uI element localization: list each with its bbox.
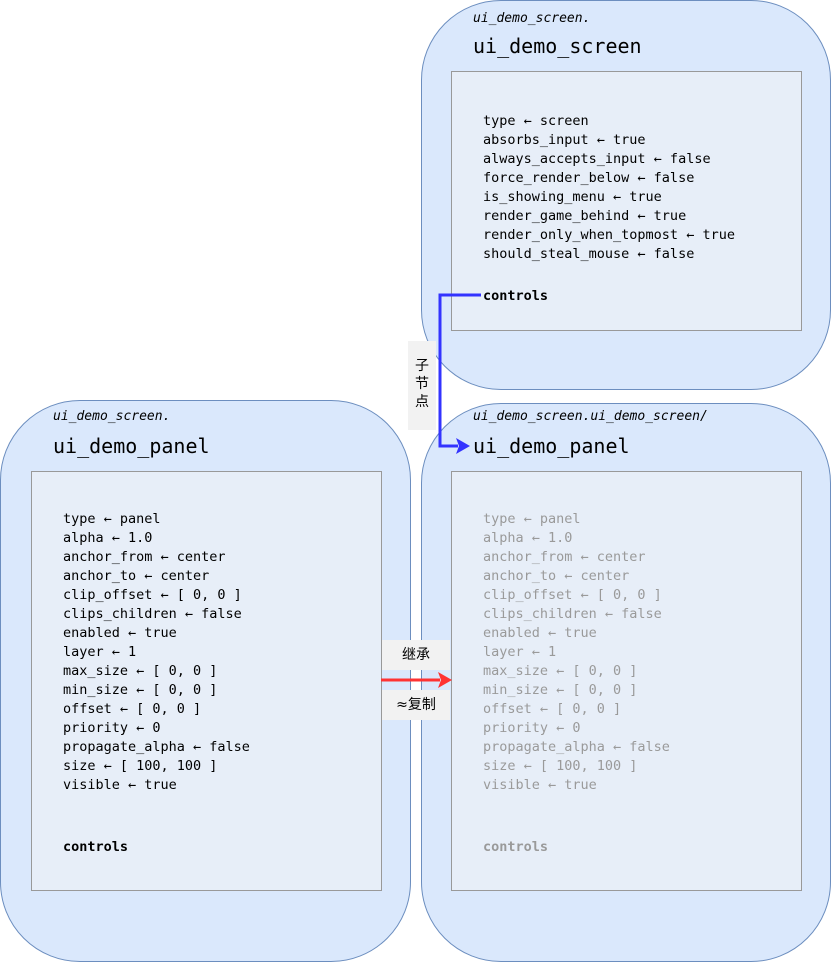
panel-properties-item: visible ← true <box>63 777 177 793</box>
child-properties-item: propagate_alpha ← false <box>483 739 670 755</box>
panel-properties-item: priority ← 0 <box>63 720 161 736</box>
child-properties-item: clips_children ← false <box>483 606 662 622</box>
child-properties-item: visible ← true <box>483 777 597 793</box>
child-properties-item: max_size ← [ 0, 0 ] <box>483 663 638 679</box>
copy-label: ≈复制 <box>382 690 450 720</box>
child-label-char-1: 子 <box>415 358 429 374</box>
panel-controls: controls <box>63 839 129 855</box>
screen-properties-item: render_game_behind ← true <box>483 208 687 224</box>
child-body: type ← panel alpha ← 1.0 anchor_from ← cen… <box>451 471 802 891</box>
child-properties-item: clip_offset ← [ 0, 0 ] <box>483 587 662 603</box>
panel-title: ui_demo_panel <box>53 434 210 458</box>
child-properties-item: size ← [ 100, 100 ] <box>483 758 638 774</box>
screen-properties-item: absorbs_input ← true <box>483 132 646 148</box>
panel-properties-item: clips_children ← false <box>63 606 242 622</box>
child-properties-item: offset ← [ 0, 0 ] <box>483 701 622 717</box>
child-properties-item: type ← panel <box>483 511 581 527</box>
panel-properties-item: enabled ← true <box>63 625 177 641</box>
child-properties-item: priority ← 0 <box>483 720 581 736</box>
screen-properties-item: type ← screen <box>483 113 589 129</box>
panel-properties-item: clip_offset ← [ 0, 0 ] <box>63 587 242 603</box>
child-edge-arrow <box>438 293 481 448</box>
child-properties-item: layer ← 1 <box>483 644 557 660</box>
inherit-arrowhead <box>438 672 452 688</box>
screen-card: ui_demo_screen. ui_demo_screen type ← sc… <box>421 0 831 390</box>
panel-properties-item: alpha ← 1.0 <box>63 530 153 546</box>
child-properties-item: anchor_from ← center <box>483 549 646 565</box>
screen-properties-item: always_accepts_input ← false <box>483 151 711 167</box>
child-properties-item: alpha ← 1.0 <box>483 530 573 546</box>
panel-properties-item: anchor_from ← center <box>63 549 226 565</box>
panel-card: ui_demo_screen. ui_demo_panel type ← pan… <box>0 400 411 962</box>
panel-properties-item: offset ← [ 0, 0 ] <box>63 701 202 717</box>
child-title: ui_demo_panel <box>473 434 630 458</box>
screen-namespace: ui_demo_screen. <box>473 11 591 26</box>
child-card: ui_demo_screen.ui_demo_screen/ ui_demo_p… <box>421 403 831 962</box>
child-node-label: 子 节 点 <box>408 341 436 430</box>
screen-properties-item: force_render_below ← false <box>483 170 695 186</box>
panel-namespace: ui_demo_screen. <box>53 409 171 424</box>
panel-properties-item: propagate_alpha ← false <box>63 739 250 755</box>
child-properties: type ← panel alpha ← 1.0 anchor_from ← cen… <box>483 510 670 795</box>
child-controls: controls <box>483 839 549 855</box>
panel-properties-item: min_size ← [ 0, 0 ] <box>63 682 218 698</box>
screen-properties-item: render_only_when_topmost ← true <box>483 227 735 243</box>
panel-properties: type ← panel alpha ← 1.0 anchor_from ← cen… <box>63 510 250 795</box>
screen-properties-item: is_showing_menu ← true <box>483 189 662 205</box>
panel-properties-item: layer ← 1 <box>63 644 137 660</box>
child-arrowhead <box>456 438 470 454</box>
panel-properties-item: type ← panel <box>63 511 161 527</box>
panel-properties-item: anchor_to ← center <box>63 568 210 584</box>
panel-body: type ← panel alpha ← 1.0 anchor_from ← cen… <box>31 471 382 891</box>
child-namespace: ui_demo_screen.ui_demo_screen/ <box>473 409 708 424</box>
child-properties-item: enabled ← true <box>483 625 597 641</box>
inherit-label: 继承 <box>382 640 450 670</box>
screen-properties: type ← screen absorbs_input ← true always_… <box>483 112 735 264</box>
screen-title: ui_demo_screen <box>473 34 642 58</box>
screen-body: type ← screen absorbs_input ← true always_… <box>451 71 802 331</box>
child-label-char-2: 节 <box>415 376 429 392</box>
child-properties-item: anchor_to ← center <box>483 568 630 584</box>
child-label-char-3: 点 <box>415 394 429 410</box>
screen-properties-item: should_steal_mouse ← false <box>483 246 695 262</box>
child-properties-item: min_size ← [ 0, 0 ] <box>483 682 638 698</box>
screen-controls: controls <box>483 288 549 304</box>
panel-properties-item: max_size ← [ 0, 0 ] <box>63 663 218 679</box>
panel-properties-item: size ← [ 100, 100 ] <box>63 758 218 774</box>
